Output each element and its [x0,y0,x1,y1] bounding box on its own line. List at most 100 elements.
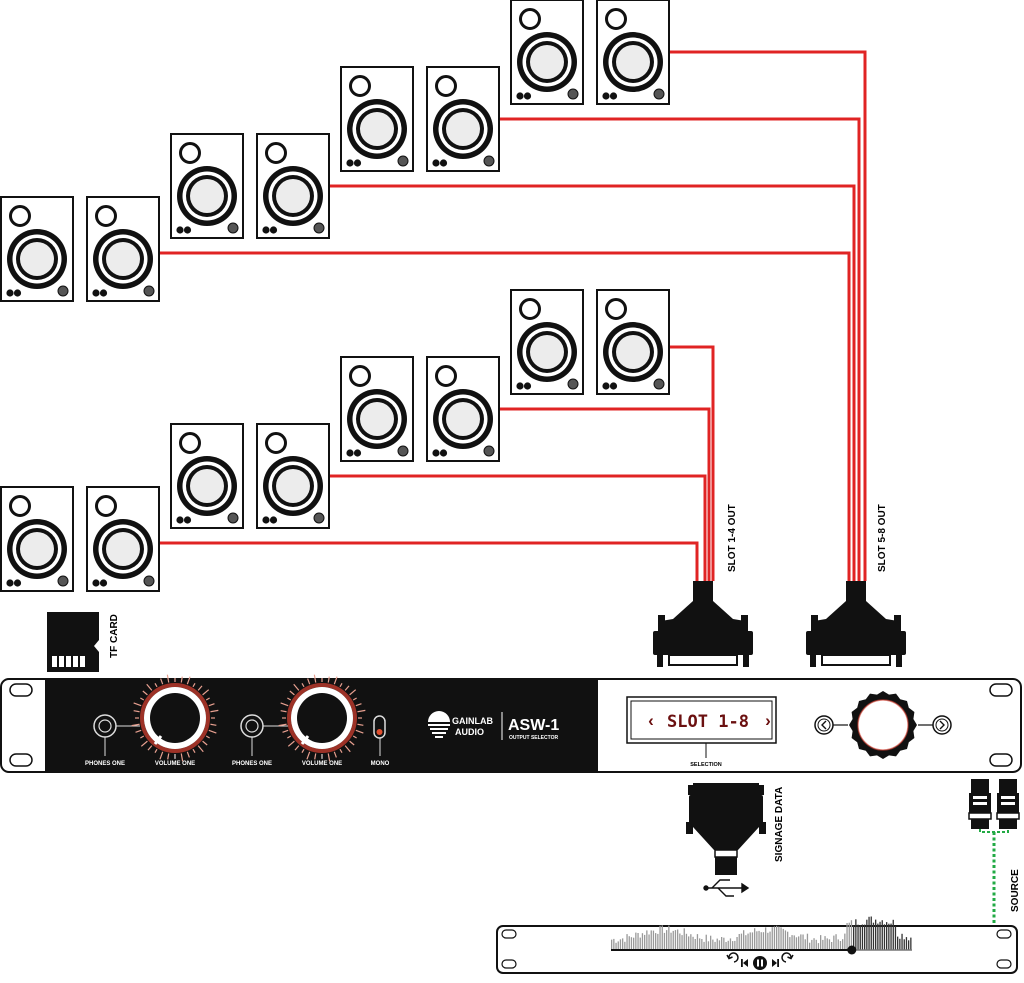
waveform-bar [648,934,650,950]
pause-icon[interactable] [753,956,767,970]
slot-next-arrow[interactable]: › [765,711,771,730]
knob-tick [294,745,300,751]
waveform-bar [894,926,897,950]
replay-icon[interactable] [726,952,739,963]
waveform-bar [881,920,883,950]
source-rj45-connector-right [996,778,1020,830]
knob-tick [357,723,364,726]
forward-icon[interactable] [781,952,794,963]
speaker [595,0,671,106]
waveform-bar [813,938,815,950]
waveform-bar [776,925,778,950]
waveform-bar [857,924,859,950]
volume-knob-two[interactable] [278,674,366,762]
waveform-bar [738,934,740,950]
knob-glow [140,683,210,753]
model-subtitle: OUTPUT SELECTOR [509,735,558,741]
knob-tick [287,740,295,747]
speaker [255,132,331,240]
knob-tick [355,703,362,707]
waveform-bar [789,937,791,950]
selector-encoder-knob[interactable] [849,691,917,759]
waveform-bar [626,934,628,950]
waveform-bar [732,941,734,950]
knob-tick [327,753,331,762]
waveform-display[interactable] [611,916,912,955]
knob-tick [140,735,145,739]
waveform-bar [661,925,663,950]
waveform-bar [866,919,868,950]
knob-tick [133,702,142,707]
speaker [339,355,415,463]
speaker-array-slot-1-4 [0,288,671,593]
slot-1-4-out-label: SLOT 1-4 OUT [727,504,738,572]
knob-tick [314,753,317,760]
waveform-bar [855,919,857,950]
waveform-bar [639,937,641,950]
waveform-bar [824,936,826,950]
waveform-bar [685,933,688,950]
knob-tick [349,740,355,746]
waveform-bar [633,937,635,950]
chevron-left-button[interactable] [814,715,834,735]
waveform-bar [745,935,747,950]
waveform-bar [908,940,910,950]
waveform-bar [712,939,714,950]
waveform-bar [771,927,773,950]
next-icon[interactable] [772,959,779,967]
waveform-bar [637,933,639,950]
waveform-bar [850,920,853,950]
waveform-bar [784,930,787,950]
waveform-bar [800,934,802,950]
waveform-bar [749,932,751,950]
knob-tick [327,676,330,683]
phones-two-label: PHONES ONE [232,761,272,767]
waveform-bar [674,930,677,950]
waveform-bar [668,925,670,950]
model-name: ASW-1 [508,717,559,734]
waveform-bar [773,926,776,950]
slot-prev-arrow[interactable]: ‹ [648,711,654,730]
brand-name-line2: AUDIO [455,727,484,737]
phones-one-label: PHONES ONE [85,761,125,767]
knob-tick [352,697,357,701]
knob-tick [344,745,351,753]
waveform-bar [615,942,617,950]
waveform-bar [839,941,842,950]
waveform-bar [793,935,795,950]
chevron-right-button[interactable] [932,715,952,735]
slot-1-4-cables [159,345,715,593]
waveform-bar [644,934,646,950]
knob-pointer [300,735,310,745]
dsub-connector-slot-1-4 [652,580,754,668]
knob-tick [154,748,158,753]
waveform-bar [652,930,655,950]
waveform-bar [888,923,890,950]
waveform-bar [886,922,888,950]
cable-run [669,345,715,581]
knob-tick [192,683,196,688]
cable-run [499,117,861,581]
waveform-bar [782,928,784,950]
waveform-bar [707,941,710,950]
slot-selector-display[interactable] [626,696,777,744]
cable-run [159,251,851,581]
knob-tick [202,740,208,746]
waveform-bar [655,933,657,950]
speaker [169,132,245,240]
volume-one-label: VOLUME ONE [155,761,195,767]
source-cable [979,829,1009,924]
encoder-face [858,700,908,750]
waveform-bar [795,937,798,950]
waveform-bar [725,942,727,950]
speaker [509,0,585,106]
previous-icon[interactable] [741,959,748,967]
waveform-bar [710,935,712,950]
knob-tick [313,674,317,683]
waveform-bar [740,933,743,950]
volume-knob-one[interactable] [131,674,219,762]
progress-handle[interactable] [847,945,857,955]
dsub-connector-slot-5-8 [805,580,907,668]
source-rj45-connector-left [968,778,992,830]
slot-display-text: SLOT 1-8 [667,712,749,732]
